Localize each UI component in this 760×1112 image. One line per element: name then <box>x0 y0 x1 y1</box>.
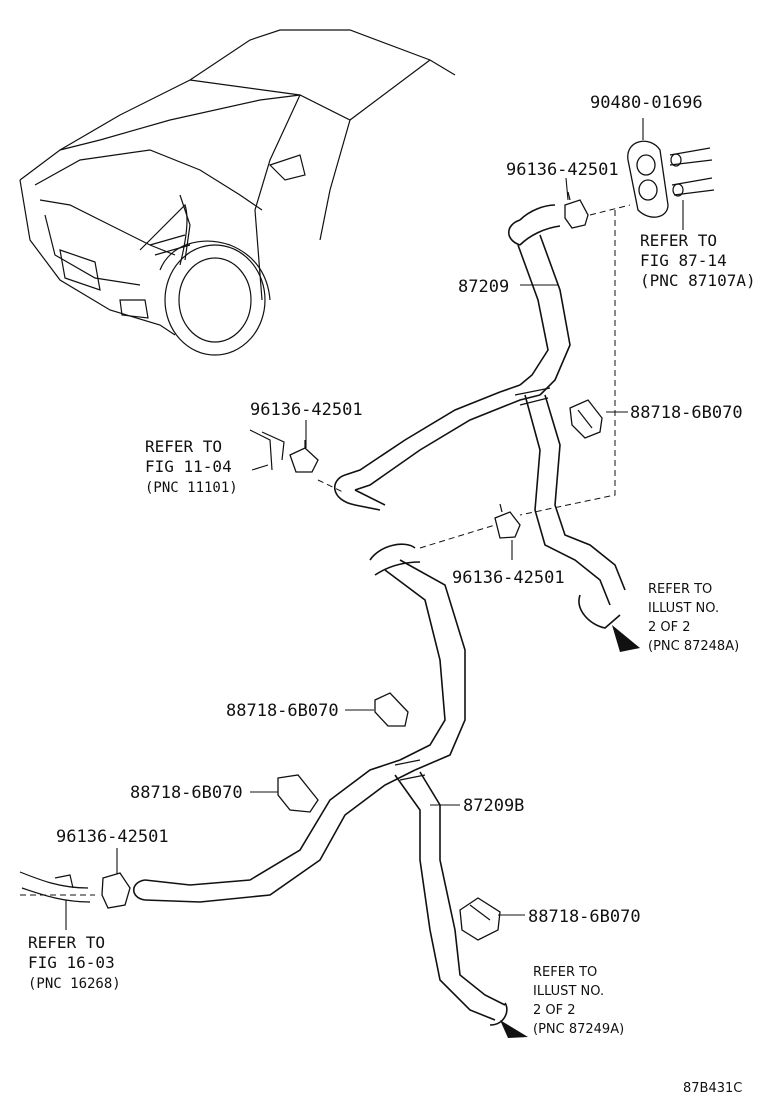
label-96136-42501-mid: 96136-42501 <box>452 568 565 588</box>
ref-line: REFER TO <box>640 231 717 250</box>
ref-line: (PNC 87107A) <box>640 271 756 290</box>
ref-line: REFER TO <box>648 582 712 597</box>
ref-line: REFER TO <box>28 933 105 952</box>
arrow-to-illust-a <box>612 625 640 652</box>
clip-88718-6B070-lower-right[interactable] <box>459 897 501 941</box>
clamp-96136-42501-left[interactable] <box>249 429 319 473</box>
label-96136-42501-bottom: 96136-42501 <box>56 827 169 847</box>
ref-illust-b: REFER TO ILLUST NO. 2 OF 2 (PNC 87249A) <box>533 965 624 1037</box>
ref-line: (PNC 87249A) <box>533 1022 624 1037</box>
label-96136-42501-top: 96136-42501 <box>506 160 619 180</box>
clamp-96136-42501-mid[interactable] <box>494 503 521 539</box>
label-88718-6B070-upper: 88718-6B070 <box>630 403 743 423</box>
ref-line: FIG 87-14 <box>640 251 727 270</box>
ref-fig-11-04: REFER TO FIG 11-04 (PNC 11101) <box>145 437 238 496</box>
clip-88718-6B070-lower-left[interactable] <box>277 774 319 813</box>
ref-line: (PNC 11101) <box>145 480 238 496</box>
grommet-90480-01696[interactable] <box>627 140 715 218</box>
clip-88718-6B070-upper[interactable] <box>569 399 603 439</box>
ref-illust-a: REFER TO ILLUST NO. 2 OF 2 (PNC 87248A) <box>648 582 739 654</box>
label-87209B: 87209B <box>463 796 524 816</box>
hose-87209B[interactable] <box>132 543 508 1026</box>
diagram-code: 87B431C <box>683 1081 742 1096</box>
label-88718-6B070-mid: 88718-6B070 <box>226 701 339 721</box>
ref-line: 2 OF 2 <box>648 620 691 635</box>
ref-line: ILLUST NO. <box>648 601 719 616</box>
label-87209: 87209 <box>458 277 509 297</box>
ref-line: REFER TO <box>533 965 597 980</box>
clamp-96136-42501-bottom[interactable] <box>19 871 131 909</box>
ref-fig-87-14: REFER TO FIG 87-14 (PNC 87107A) <box>640 231 756 290</box>
ref-line: 2 OF 2 <box>533 1003 576 1018</box>
hose-87209[interactable] <box>334 204 626 629</box>
ref-line: REFER TO <box>145 437 222 456</box>
leader-lines <box>20 118 684 930</box>
ref-line: FIG 11-04 <box>145 457 232 476</box>
label-88718-6B070-lower-left: 88718-6B070 <box>130 783 243 803</box>
arrow-to-illust-b <box>500 1020 528 1038</box>
ref-line: (PNC 16268) <box>28 976 121 992</box>
label-90480-01696: 90480-01696 <box>590 93 703 113</box>
ref-line: FIG 16-03 <box>28 953 115 972</box>
clamp-96136-42501-top[interactable] <box>564 191 589 229</box>
vehicle-illustration <box>19 29 456 356</box>
ref-line: (PNC 87248A) <box>648 639 739 654</box>
ref-line: ILLUST NO. <box>533 984 604 999</box>
label-88718-6B070-lower-right: 88718-6B070 <box>528 907 641 927</box>
label-96136-42501-left: 96136-42501 <box>250 400 363 420</box>
ref-fig-16-03: REFER TO FIG 16-03 (PNC 16268) <box>28 933 121 992</box>
clip-88718-6B070-mid[interactable] <box>374 692 409 727</box>
